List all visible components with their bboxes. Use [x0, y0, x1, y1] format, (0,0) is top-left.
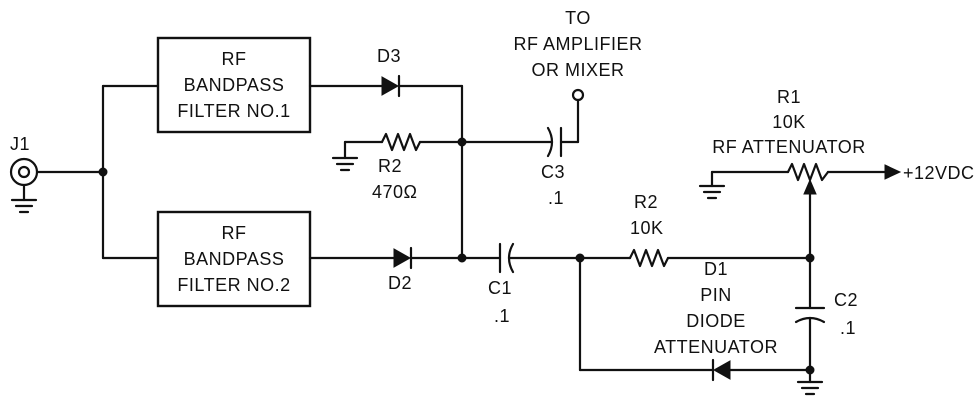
resistor-r2-10k	[578, 248, 812, 268]
r2-10k-value: 10K	[630, 218, 664, 238]
r2-10k-ref: R2	[634, 192, 658, 212]
supply-label: +12VDC	[903, 163, 975, 183]
j1-label: J1	[10, 134, 30, 154]
c2-ref: C2	[834, 290, 858, 310]
filter-2-line-3: FILTER NO.2	[177, 275, 290, 295]
output-line-3: OR MIXER	[531, 60, 624, 80]
filter-2-line-2: BANDPASS	[184, 249, 285, 269]
d1-line-3: ATTENUATOR	[654, 337, 778, 357]
c2-value: .1	[840, 318, 856, 338]
r1-value: 10K	[772, 112, 806, 132]
c3-value: .1	[548, 188, 564, 208]
output-label: TO RF AMPLIFIER OR MIXER	[513, 8, 642, 80]
diode-d2	[308, 246, 467, 270]
r2-470-ref: R2	[378, 156, 402, 176]
input-wiring	[35, 84, 160, 260]
output-line-1: TO	[565, 8, 591, 28]
c1-value: .1	[494, 306, 510, 326]
output-line-2: RF AMPLIFIER	[513, 34, 642, 54]
bandpass-filter-2: RF BANDPASS FILTER NO.2	[156, 210, 312, 308]
resistor-r2-470	[331, 132, 467, 172]
c3-ref: C3	[541, 162, 565, 182]
j1-connector	[9, 157, 39, 214]
r1-desc: RF ATTENUATOR	[712, 137, 866, 157]
filter-2-line-1: RF	[222, 223, 247, 243]
d1-line-2: DIODE	[686, 311, 746, 331]
filter-1-line-3: FILTER NO.1	[177, 101, 290, 121]
d1-line-1: PIN	[700, 285, 732, 305]
diode-d1	[578, 256, 812, 382]
c1-ref: C1	[488, 278, 512, 298]
r2-470-value: 470Ω	[372, 182, 418, 202]
d3-label: D3	[377, 46, 401, 66]
filter-1-line-1: RF	[222, 49, 247, 69]
d1-ref: D1	[704, 259, 728, 279]
bandpass-filter-1: RF BANDPASS FILTER NO.1	[156, 36, 312, 134]
r1-ref: R1	[777, 87, 801, 107]
potentiometer-r1	[698, 162, 902, 200]
diode-d3	[308, 74, 464, 260]
capacitor-c1	[460, 242, 585, 274]
capacitor-c3	[460, 88, 585, 158]
filter-1-line-2: BANDPASS	[184, 75, 285, 95]
d2-label: D2	[388, 273, 412, 293]
capacitor-c2	[794, 180, 826, 396]
